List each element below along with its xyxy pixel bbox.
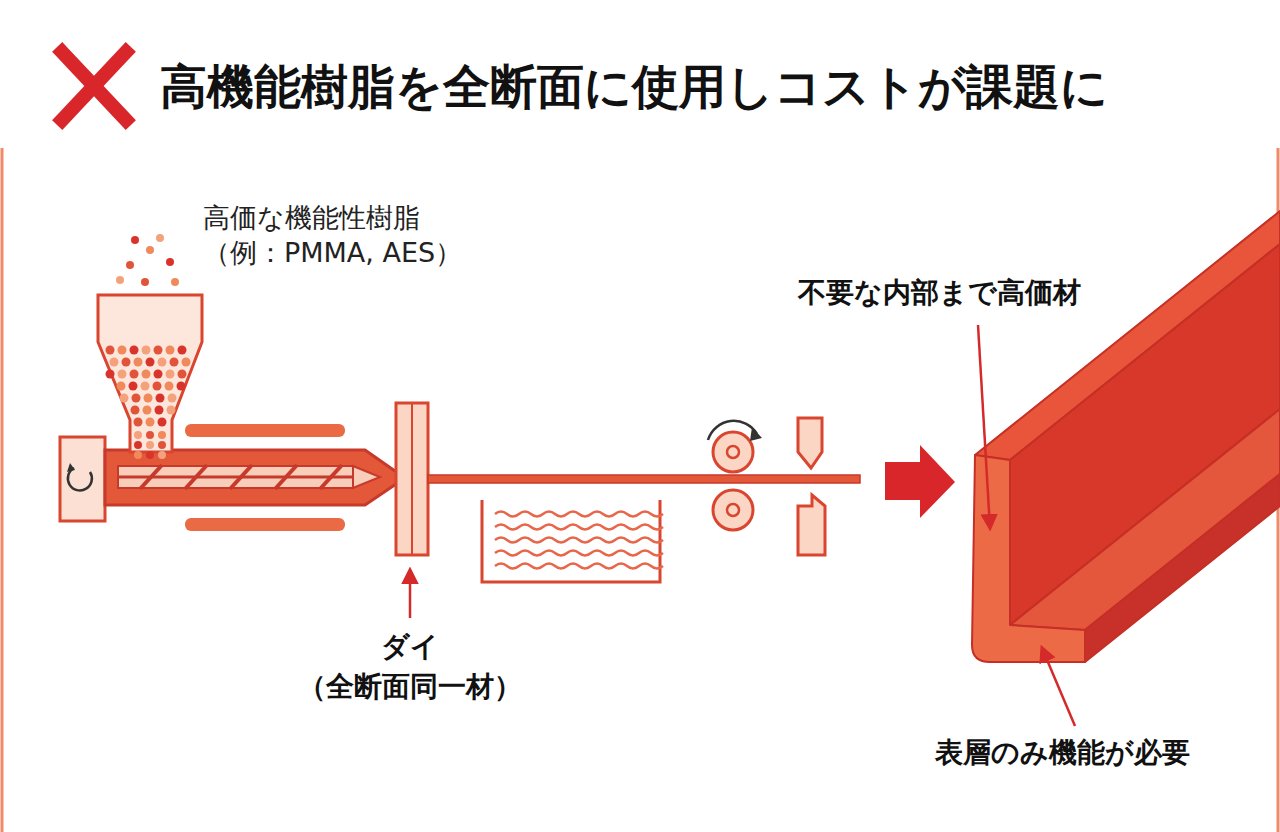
extrudate [428, 475, 860, 483]
die-note: （全断面同一材） [298, 668, 522, 706]
heater [185, 518, 345, 531]
callout-label: 不要な内部まで高価材 [798, 274, 1081, 312]
die [396, 403, 428, 555]
hopper [98, 234, 202, 459]
title: 高機能樹脂を全断面に使用しコストが課題に [160, 56, 1108, 119]
material-label: 高価な機能性樹脂 （例：PMMA, AES） [203, 200, 503, 270]
leader-arrow [978, 325, 990, 528]
heater [185, 424, 345, 437]
barrel [105, 450, 405, 505]
die-label: ダイ [381, 628, 439, 666]
cutter [798, 418, 825, 555]
leader-arrow [1042, 648, 1075, 726]
puller-rollers [708, 421, 762, 530]
water-bath [482, 500, 663, 582]
flow-arrow [885, 445, 955, 518]
leader-arrow [409, 570, 412, 618]
cross-mark [62, 52, 126, 120]
die-plate [411, 403, 413, 555]
callout-label: 表層のみ機能が必要 [935, 734, 1190, 772]
motor [60, 437, 105, 521]
